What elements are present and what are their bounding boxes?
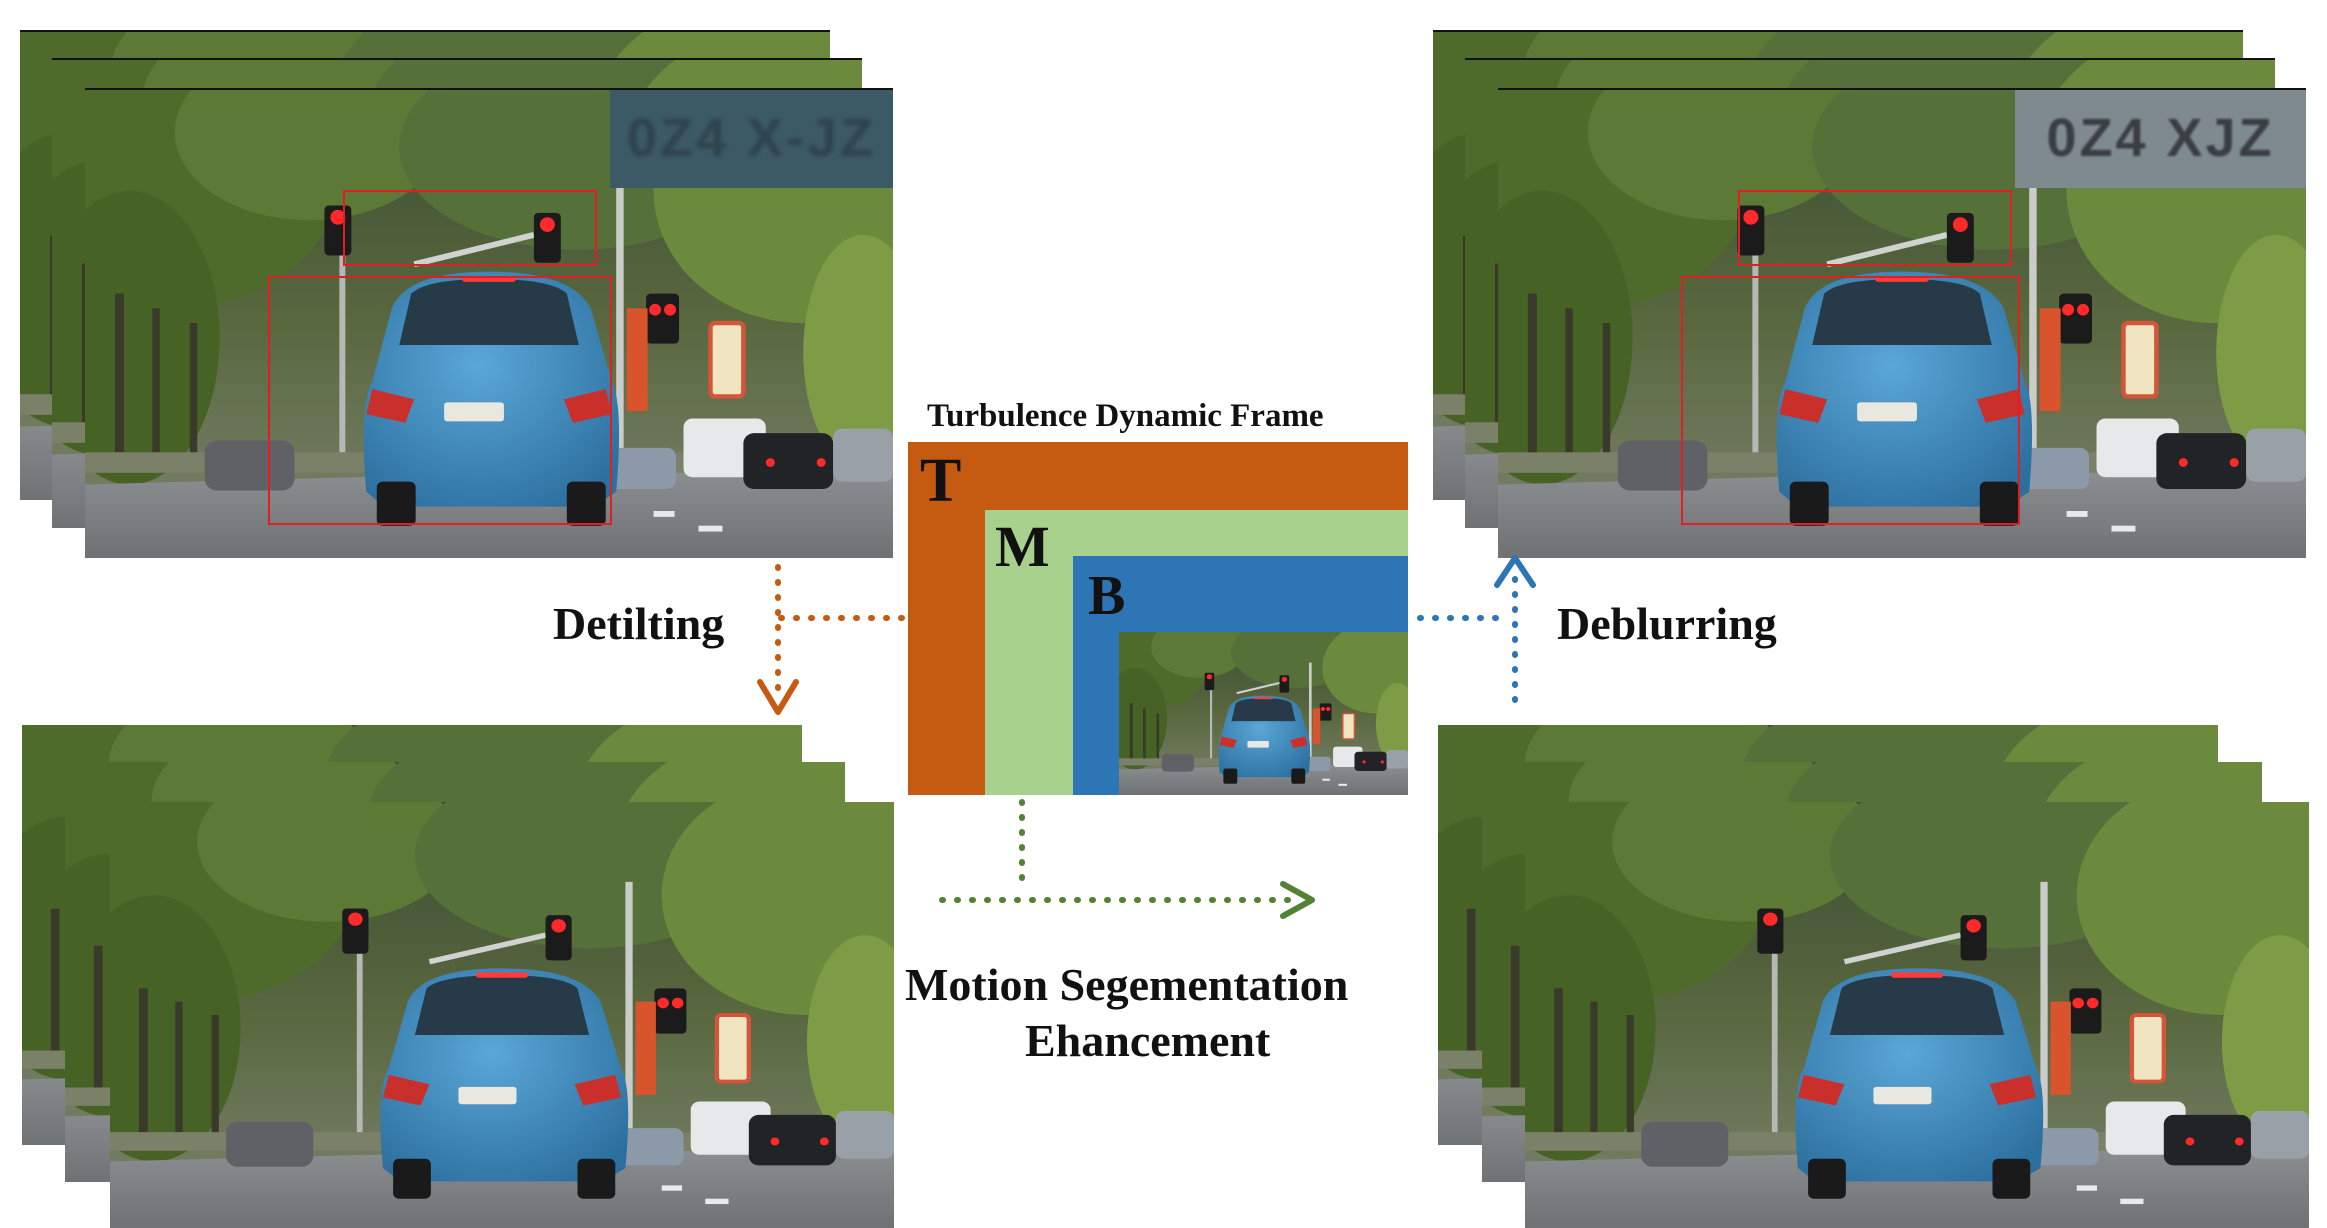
center-frame-thumbnail xyxy=(1119,632,1408,795)
frame-edge xyxy=(52,58,862,60)
detilting-label: Detilting xyxy=(553,598,725,649)
bottom-right-frame-front xyxy=(1525,802,2309,1228)
deblurring-arrow xyxy=(1417,572,1518,703)
motion-label-line1: Motion Segementation xyxy=(905,959,1349,1010)
deblurring-arrowhead-icon xyxy=(1494,555,1536,588)
center-title: Turbulence Dynamic Frame xyxy=(927,398,1324,434)
frame-edge xyxy=(1433,30,2243,32)
detilting-arrow xyxy=(775,564,905,703)
frame-edge xyxy=(20,30,830,32)
detilting-arrowhead-icon xyxy=(757,679,799,715)
frame-edge xyxy=(1465,58,2275,60)
plate-text: 0Z4 XJZ xyxy=(2046,108,2275,168)
car-highlight-box xyxy=(1681,276,2020,525)
bottom-left-frame-front xyxy=(110,802,894,1228)
license-plate-zoom: 0Z4 XJZ xyxy=(2015,88,2306,188)
deblurring-label: Deblurring xyxy=(1557,598,1777,649)
motion-arrow xyxy=(939,799,1303,903)
m-letter: M xyxy=(995,514,1050,579)
plate-text: 0Z4 X-JZ xyxy=(626,108,877,168)
frame-edge xyxy=(1498,88,2306,90)
motion-arrowhead-icon xyxy=(1280,881,1315,919)
t-letter: T xyxy=(920,447,962,515)
motion-label-line2: Ehancement xyxy=(1025,1015,1271,1066)
b-letter: B xyxy=(1088,565,1126,627)
license-plate-zoom: 0Z4 X-JZ xyxy=(610,88,893,188)
car-highlight-box xyxy=(268,276,612,525)
traffic-light-highlight-box xyxy=(1738,190,2012,266)
frame-edge xyxy=(85,88,893,90)
traffic-light-highlight-box xyxy=(343,190,597,266)
top-right-frame-front: 0Z4 XJZ xyxy=(1498,88,2306,558)
top-left-frame-front: 0Z4 X-JZ xyxy=(85,88,893,558)
